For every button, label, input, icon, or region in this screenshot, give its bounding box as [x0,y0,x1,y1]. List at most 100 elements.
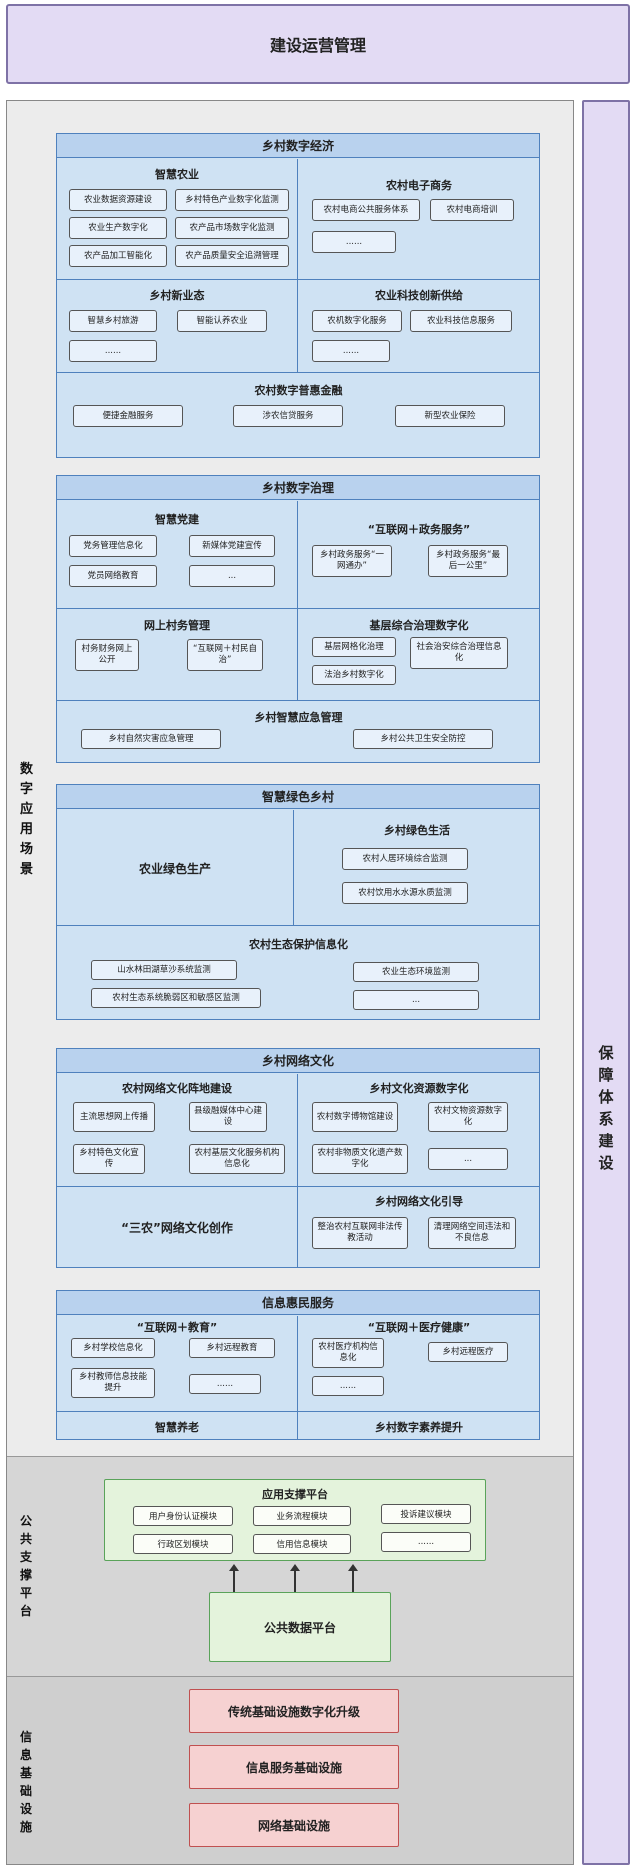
block-title: 乡村数字治理 [57,476,539,500]
list-item: 乡村公共卫生安全防控 [353,729,493,749]
culture-resource-cell: 乡村文化资源数字化 农村数字博物馆建设 农村文物资源数字化 农村非物质文化遗产数… [298,1074,540,1187]
internet-education-cell: “互联网＋教育” 乡村学校信息化 乡村远程教育 乡村教师信息技能提升 .....… [57,1316,298,1412]
list-item: 信用信息模块 [253,1534,351,1554]
list-item: 党务管理信息化 [69,535,157,557]
block-title: 乡村网络文化 [57,1049,539,1073]
list-item: ... [353,990,479,1010]
village-affairs-cell: 网上村务管理 村务财务网上公开 “互联网＋村民自治” [57,609,298,701]
list-item: ...... [189,1374,261,1394]
list-item: 乡村自然灾害应急管理 [81,729,221,749]
public-data-platform: 公共数据平台 [209,1592,391,1662]
list-item: 农产品加工智能化 [69,245,167,267]
app-support-platform: 应用支撑平台 用户身份认证模块 业务流程模块 投诉建议模块 行政区划模块 信用信… [104,1479,486,1561]
list-item: ...... [381,1532,471,1552]
list-item: 农业生产数字化 [69,217,167,239]
list-item: 农村人居环境综合监测 [342,848,468,870]
list-item: 农产品质量安全追溯管理 [175,245,289,267]
list-item: 乡村学校信息化 [71,1338,155,1358]
agri-tech-cell: 农业科技创新供给 农机数字化服务 农业科技信息服务 ...... [298,280,540,373]
list-item: ...... [312,1376,384,1396]
internet-health-cell: “互联网＋医疗健康” 农村医疗机构信息化 乡村远程医疗 ...... [298,1316,540,1412]
list-item: 乡村教师信息技能提升 [71,1368,155,1398]
infra-box: 信息服务基础设施 [189,1745,399,1789]
top-title: 建设运营管理 [6,4,630,84]
digital-literacy-cell: 乡村数字素养提升 [375,1421,463,1434]
list-item: 主流思想网上传播 [73,1102,155,1132]
culture-front-cell: 农村网络文化阵地建设 主流思想网上传播 县级融媒体中心建设 乡村特色文化宣传 农… [57,1074,298,1187]
list-item: 整治农村互联网非法传教活动 [312,1217,408,1249]
digital-economy-block: 乡村数字经济 智慧农业 农业数据资源建设 乡村特色产业数字化监测 农业生产数字化… [56,133,540,458]
list-item: 农村医疗机构信息化 [312,1338,384,1368]
network-culture-block: 乡村网络文化 农村网络文化阵地建设 主流思想网上传播 县级融媒体中心建设 乡村特… [56,1048,540,1268]
info-service-block: 信息惠民服务 “互联网＋教育” 乡村学校信息化 乡村远程教育 乡村教师信息技能提… [56,1290,540,1440]
new-business-cell: 乡村新业态 智慧乡村旅游 智能认养农业 ...... [57,280,298,373]
digital-finance-cell: 农村数字普惠金融 便捷金融服务 涉农信贷服务 新型农业保险 [57,373,540,458]
arrow-up-icon [348,1564,358,1592]
list-item: 乡村特色产业数字化监测 [175,189,289,211]
list-item: 县级融媒体中心建设 [189,1102,267,1132]
smart-elderly-cell: 智慧养老 [57,1412,298,1440]
block-title: 智慧绿色乡村 [57,785,539,809]
green-production-cell: 农业绿色生产 [57,810,294,926]
list-item: 农村饮用水水源水质监测 [342,882,468,904]
arrow-up-icon [290,1564,300,1592]
list-item: 新型农业保险 [395,405,505,427]
rural-ecommerce-cell: 农村电子商务 农村电商公共服务体系 农村电商培训 ...... [298,159,540,280]
eco-protection-cell: 农村生态保护信息化 山水林田湖草沙系统监测 农业生态环境监测 农村生态系统脆弱区… [57,926,540,1020]
list-item: 新媒体党建宣传 [189,535,275,557]
list-item: 农村非物质文化遗产数字化 [312,1144,408,1174]
smart-agriculture-cell: 智慧农业 农业数据资源建设 乡村特色产业数字化监测 农业生产数字化 农产品市场数… [57,159,298,280]
block-title: 乡村数字经济 [57,134,539,158]
list-item: 法治乡村数字化 [312,665,396,685]
list-item: 清理网络空间违法和不良信息 [428,1217,516,1249]
list-item: “互联网＋村民自治” [187,639,263,671]
culture-guide-cell: 乡村网络文化引导 整治农村互联网非法传教活动 清理网络空间违法和不良信息 [298,1187,540,1268]
list-item: 农村基层文化服务机构信息化 [189,1144,285,1174]
platform-label: 公共支撑平台 [20,1514,33,1618]
list-item: 农机数字化服务 [312,310,402,332]
list-item: 用户身份认证模块 [133,1506,233,1526]
smart-green-block: 智慧绿色乡村 农业绿色生产 乡村绿色生活 农村人居环境综合监测 农村饮用水水源水… [56,784,540,1020]
list-item: 农业科技信息服务 [410,310,512,332]
internet-gov-cell: “互联网＋政务服务” 乡村政务服务“一网通办” 乡村政务服务“最后一公里” [298,501,540,609]
list-item: 社会治安综合治理信息化 [410,637,508,669]
list-item: 农业数据资源建设 [69,189,167,211]
app-scenes-label: 数字应用场景 [20,762,34,877]
list-item: 投诉建议模块 [381,1504,471,1524]
list-item: ... [189,565,275,587]
list-item: 农村电商培训 [430,199,514,221]
block-title: 信息惠民服务 [57,1291,539,1315]
list-item: 智慧乡村旅游 [69,310,157,332]
list-item: 农村数字博物馆建设 [312,1102,398,1132]
list-item: ...... [312,231,396,253]
infra-box: 网络基础设施 [189,1803,399,1847]
smart-party-cell: 智慧党建 党务管理信息化 新媒体党建宣传 党员网络教育 ... [57,501,298,609]
list-item: 乡村远程教育 [189,1338,275,1358]
arrow-up-icon [229,1564,239,1592]
list-item: 基层网格化治理 [312,637,396,657]
list-item: 便捷金融服务 [73,405,183,427]
list-item: ...... [312,340,390,362]
list-item: ...... [69,340,157,362]
list-item: 乡村政务服务“最后一公里” [428,545,508,577]
culture-creation-cell: “三农”网络文化创作 [57,1187,298,1268]
list-item: 行政区划模块 [133,1534,233,1554]
guarantee-system-label: 保 障 体 系 建 设 [598,1044,614,1172]
list-item: 农村电商公共服务体系 [312,199,420,221]
list-item: 农产品市场数字化监测 [175,217,289,239]
list-item: 农村生态系统脆弱区和敏感区监测 [91,988,261,1008]
list-item: 乡村政务服务“一网通办” [312,545,392,577]
digital-governance-block: 乡村数字治理 智慧党建 党务管理信息化 新媒体党建宣传 党员网络教育 ... “… [56,475,540,763]
list-item: 农村文物资源数字化 [428,1102,508,1132]
list-item: 智能认养农业 [177,310,267,332]
list-item: 农业生态环境监测 [353,962,479,982]
list-item: 党员网络教育 [69,565,157,587]
list-item: 业务流程模块 [253,1506,351,1526]
grassroot-governance-cell: 基层综合治理数字化 基层网格化治理 社会治安综合治理信息化 法治乡村数字化 [298,609,540,701]
infra-label: 信息基础设施 [20,1730,33,1834]
guarantee-system-panel: 保 障 体 系 建 设 [582,100,630,1865]
list-item: 乡村远程医疗 [428,1342,508,1362]
emergency-cell: 乡村智慧应急管理 乡村自然灾害应急管理 乡村公共卫生安全防控 [57,701,540,763]
infra-box: 传统基础设施数字化升级 [189,1689,399,1733]
list-item: 乡村特色文化宣传 [73,1144,145,1174]
